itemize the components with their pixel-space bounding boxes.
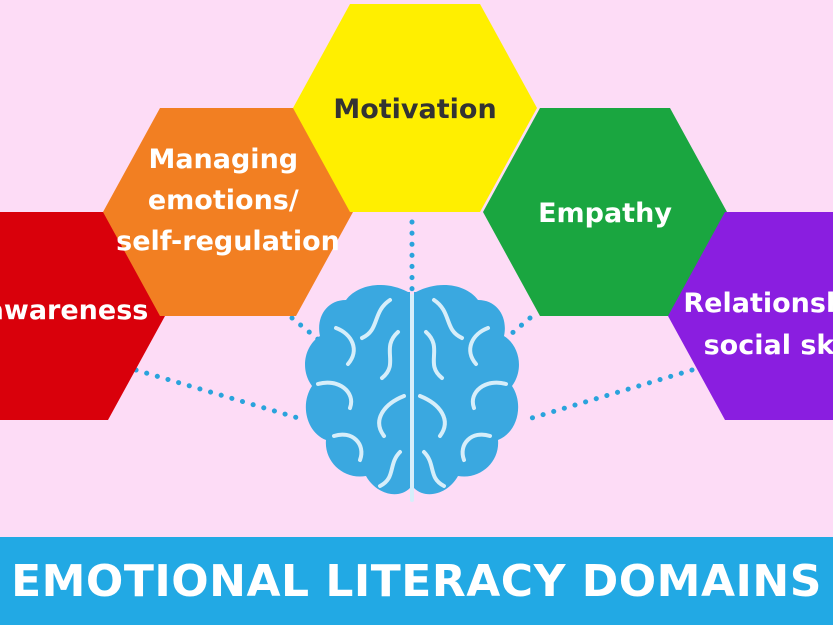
label-motivation-line-1: Motivation xyxy=(333,94,496,125)
hex-awareness xyxy=(0,212,165,420)
label-awareness-line-1: awareness xyxy=(0,295,148,326)
label-managing-line-2: emotions/ xyxy=(148,185,299,216)
label-relationships-line-1: Relationsh xyxy=(683,288,833,319)
diagram-canvas: awareness Managing emotions/ self-regula… xyxy=(0,4,833,502)
hex-labels: awareness Managing emotions/ self-regula… xyxy=(0,94,833,361)
label-managing: Managing emotions/ self-regulation xyxy=(116,144,340,257)
label-empathy-line-1: Empathy xyxy=(538,198,672,229)
hex-relationships xyxy=(668,212,833,420)
banner-title: EMOTIONAL LITERACY DOMAINS xyxy=(11,555,822,607)
hex-motivation xyxy=(293,4,537,212)
hexagons xyxy=(0,4,833,420)
label-relationships-line-2: social sk xyxy=(704,330,833,361)
label-awareness: awareness xyxy=(0,295,148,326)
brain-icon xyxy=(305,285,519,502)
connector-relationships xyxy=(522,367,695,423)
label-relationships: Relationsh social sk xyxy=(683,288,833,361)
label-motivation: Motivation xyxy=(333,94,496,125)
title-banner: EMOTIONAL LITERACY DOMAINS xyxy=(0,537,833,625)
label-empathy: Empathy xyxy=(538,198,672,229)
label-managing-line-1: Managing xyxy=(148,144,298,175)
label-managing-line-3: self-regulation xyxy=(116,226,340,257)
hex-managing xyxy=(103,108,353,316)
hex-empathy xyxy=(483,108,727,316)
connector-awareness xyxy=(133,367,308,423)
